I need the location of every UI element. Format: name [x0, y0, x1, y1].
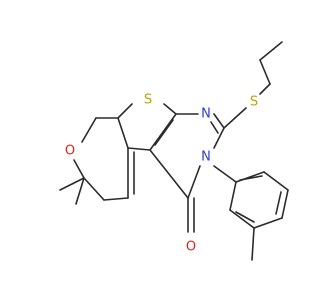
- bond: [154, 119, 174, 146]
- bond: [281, 189, 289, 219]
- bond: [229, 209, 255, 229]
- bond: [213, 165, 237, 183]
- molecule-structure: S N S N O O: [59, 41, 289, 261]
- bond: [253, 217, 283, 229]
- bond: [259, 59, 271, 85]
- bond: [210, 121, 219, 134]
- bond: [75, 177, 85, 205]
- atom-oxygen-carbonyl: O: [186, 240, 196, 255]
- bond: [213, 127, 225, 149]
- bond: [187, 165, 201, 199]
- bond: [81, 117, 97, 143]
- bond: [117, 117, 129, 149]
- bond: [59, 177, 85, 191]
- bond: [259, 83, 271, 95]
- bond: [149, 113, 177, 151]
- atom-sulfur-chain: S: [250, 95, 258, 110]
- bond: [263, 171, 289, 191]
- atom-oxygen-ether: O: [65, 144, 75, 159]
- bond: [103, 197, 129, 201]
- bond: [127, 147, 151, 151]
- bond: [83, 177, 105, 201]
- bond: [117, 103, 133, 119]
- atom-nitrogen-amide: N: [201, 150, 211, 165]
- bond: [259, 41, 283, 61]
- bond: [149, 149, 189, 199]
- bond: [235, 211, 255, 223]
- bond: [275, 191, 282, 215]
- bond: [229, 181, 237, 211]
- atom-nitrogen-imine: N: [201, 107, 211, 122]
- bond-lines: [59, 41, 289, 261]
- bond: [223, 107, 247, 129]
- bond: [251, 227, 255, 261]
- bond: [239, 175, 263, 181]
- bond: [213, 113, 225, 129]
- bond: [73, 159, 85, 179]
- bond: [163, 103, 177, 115]
- atom-sulfur-ring: S: [144, 93, 152, 108]
